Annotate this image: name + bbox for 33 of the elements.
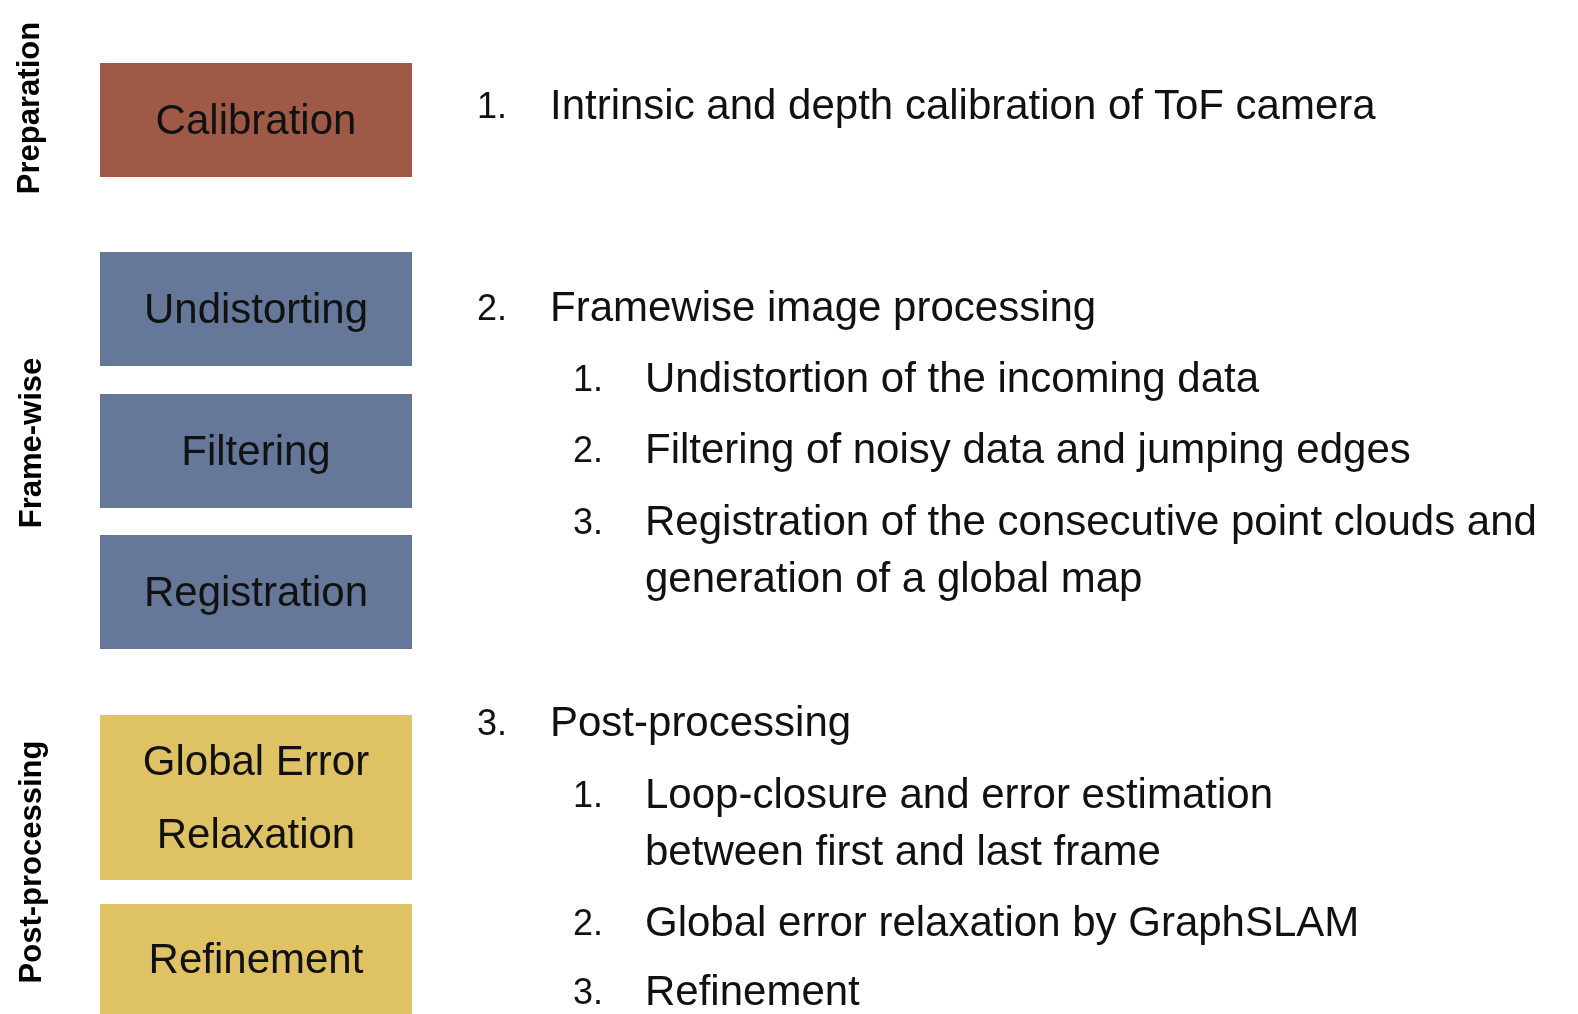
- process-box: [100, 715, 412, 880]
- box-label: Registration: [143, 566, 369, 617]
- process-box: [100, 535, 412, 649]
- section-label: Preparation: [12, 21, 44, 195]
- list-number: 1.: [573, 357, 604, 401]
- list-item-text: Registration of the consecutive point clouds and generation of a global map: [645, 496, 1538, 603]
- list-item-text: Loop-closure and error estimation between first and last frame: [645, 769, 1274, 876]
- list-number: 3.: [573, 970, 604, 1014]
- list-item-text: Framewise image processing: [550, 282, 1098, 332]
- process-box: [100, 252, 412, 366]
- box-label: Calibration: [155, 94, 357, 145]
- list-number: 2.: [573, 901, 604, 945]
- process-box: [100, 63, 412, 177]
- box-label: Filtering: [181, 425, 331, 476]
- section-label: Frame-wise: [14, 357, 46, 529]
- process-box: [100, 394, 412, 508]
- list-item-text: Post-processing: [550, 697, 853, 747]
- list-item-text: Filtering of noisy data and jumping edges: [645, 424, 1412, 474]
- list-item-text: Refinement: [645, 966, 861, 1014]
- list-number: 1.: [573, 773, 604, 817]
- box-label: Undistorting: [143, 283, 369, 334]
- process-box: [100, 904, 412, 1014]
- box-label: Global Error Relaxation: [141, 736, 371, 859]
- list-item-text: Intrinsic and depth calibration of ToF camera: [550, 80, 1377, 130]
- box-label: Refinement: [148, 933, 364, 984]
- list-number: 3.: [573, 500, 604, 544]
- list-number: 3.: [477, 701, 508, 745]
- list-item-text: Global error relaxation by GraphSLAM: [645, 897, 1361, 947]
- list-item-text: Undistortion of the incoming data: [645, 353, 1261, 403]
- list-number: 2.: [573, 428, 604, 472]
- list-number: 1.: [477, 84, 508, 128]
- list-number: 2.: [477, 286, 508, 330]
- section-label: Post-processing: [14, 740, 46, 984]
